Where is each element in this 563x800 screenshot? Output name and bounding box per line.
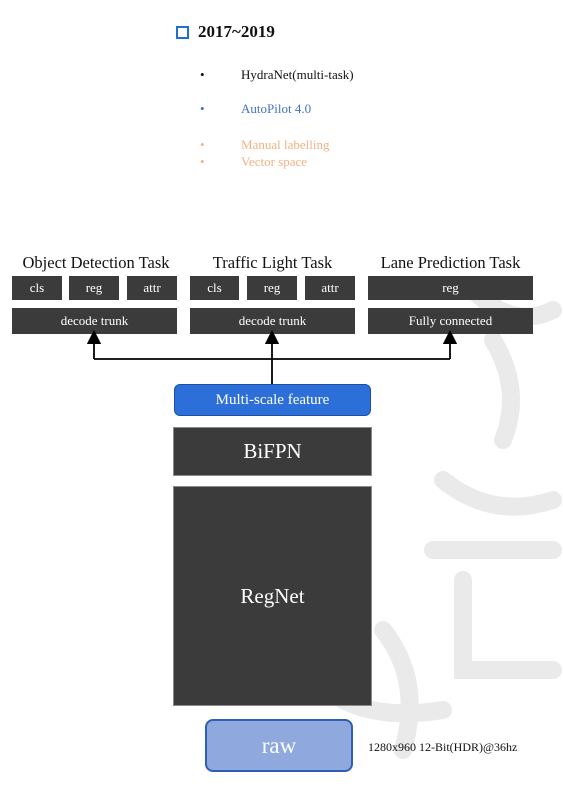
head-attr: attr bbox=[305, 276, 355, 300]
bullet-dot-icon: • bbox=[200, 154, 205, 169]
bullet-text: Manual labelling bbox=[241, 137, 330, 152]
regnet-box: RegNet bbox=[173, 486, 372, 706]
head-reg: reg bbox=[368, 276, 533, 300]
bullet-text: Vector space bbox=[241, 154, 308, 169]
bullet-dot-icon: • bbox=[200, 67, 205, 82]
task-title-object-detection: Object Detection Task bbox=[22, 253, 170, 272]
head-cls: cls bbox=[12, 276, 62, 300]
raw-input-box: raw bbox=[205, 719, 353, 772]
fully-connected-lane-prediction: Fully connected bbox=[368, 308, 533, 334]
square-bullet-icon bbox=[176, 26, 189, 39]
page-title: 2017~2019 bbox=[198, 22, 275, 41]
head-reg: reg bbox=[69, 276, 119, 300]
task-title-traffic-light: Traffic Light Task bbox=[212, 253, 333, 272]
bullet-dot-icon: • bbox=[200, 137, 205, 152]
multi-scale-feature-box: Multi-scale feature bbox=[174, 384, 371, 416]
head-reg: reg bbox=[247, 276, 297, 300]
decode-trunk-traffic-light: decode trunk bbox=[190, 308, 355, 334]
head-attr: attr bbox=[127, 276, 177, 300]
decode-trunk-object-detection: decode trunk bbox=[12, 308, 177, 334]
bullet-text: HydraNet(multi-task) bbox=[241, 67, 354, 82]
bifpn-box: BiFPN bbox=[173, 427, 372, 476]
task-title-lane-prediction: Lane Prediction Task bbox=[380, 253, 521, 272]
raw-input-note: 1280x960 12-Bit(HDR)@36hz bbox=[368, 740, 518, 754]
head-cls: cls bbox=[190, 276, 239, 300]
bullet-text: AutoPilot 4.0 bbox=[241, 101, 312, 116]
bullet-dot-icon: • bbox=[200, 101, 205, 116]
